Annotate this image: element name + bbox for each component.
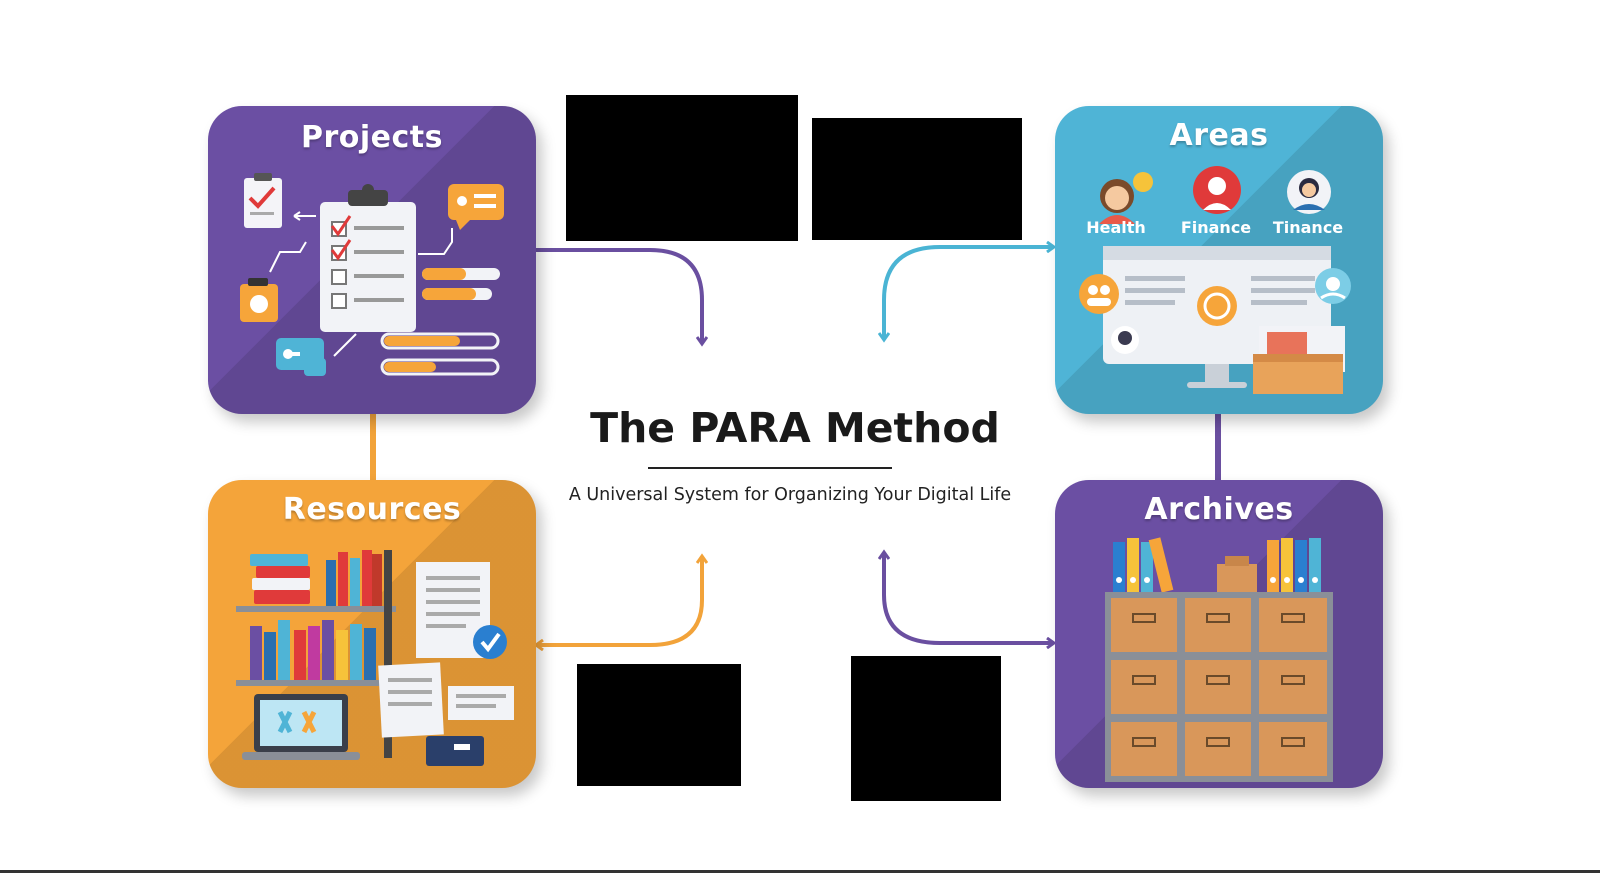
group-icon	[1079, 274, 1119, 314]
camera-icon	[240, 278, 278, 322]
archives-card: Archives	[1055, 480, 1383, 788]
health-person-icon	[1099, 172, 1153, 224]
file-tray-icon	[426, 736, 484, 766]
page-subtitle: A Universal System for Organizing Your D…	[568, 485, 1012, 505]
arrow-projects-center	[536, 248, 702, 342]
resources-illustration	[236, 550, 514, 766]
title-underline	[648, 467, 892, 469]
areas-card: Areas	[1055, 106, 1383, 414]
resources-card: Resources	[208, 480, 536, 788]
redacted-block	[577, 664, 741, 786]
cabinet-icon	[1105, 592, 1333, 782]
file-box-icon	[1253, 326, 1345, 394]
progress-bars	[380, 268, 500, 376]
resources-title: Resources	[282, 492, 462, 527]
projects-title: Projects	[300, 120, 443, 155]
archives-title: Archives	[1144, 492, 1294, 527]
area-label-health: Health	[1086, 218, 1146, 237]
areas-title: Areas	[1169, 118, 1269, 153]
arrow-areas-center	[884, 247, 1052, 338]
area-label-tinance: Tinance	[1272, 218, 1344, 237]
binders-icon	[1113, 537, 1321, 593]
bookshelf-icon	[236, 550, 396, 758]
area-label-finance: Finance	[1180, 218, 1252, 237]
page-title: The PARA Method	[590, 404, 1000, 452]
bottom-border	[0, 870, 1600, 873]
clipboard-icon	[320, 184, 416, 332]
papers-icon	[378, 662, 514, 738]
areas-illustration	[1079, 166, 1351, 394]
checklist-icon	[244, 173, 282, 228]
support-icon	[1315, 268, 1351, 304]
person-icon	[1287, 170, 1331, 214]
redacted-block	[812, 118, 1022, 240]
projects-illustration	[240, 173, 504, 376]
arrow-resources-center	[538, 558, 702, 645]
redacted-block	[851, 656, 1001, 801]
chat-bubble-icon	[448, 184, 504, 230]
archives-illustration	[1105, 537, 1333, 782]
avatar-icon	[1111, 326, 1139, 354]
arrow-center-archives	[884, 554, 1052, 643]
laptop-icon	[242, 694, 360, 760]
redacted-block	[566, 95, 798, 241]
projects-card: Projects	[208, 106, 536, 414]
finance-person-icon	[1193, 166, 1241, 214]
device-icon	[276, 338, 326, 376]
check-circle-icon	[473, 625, 507, 659]
